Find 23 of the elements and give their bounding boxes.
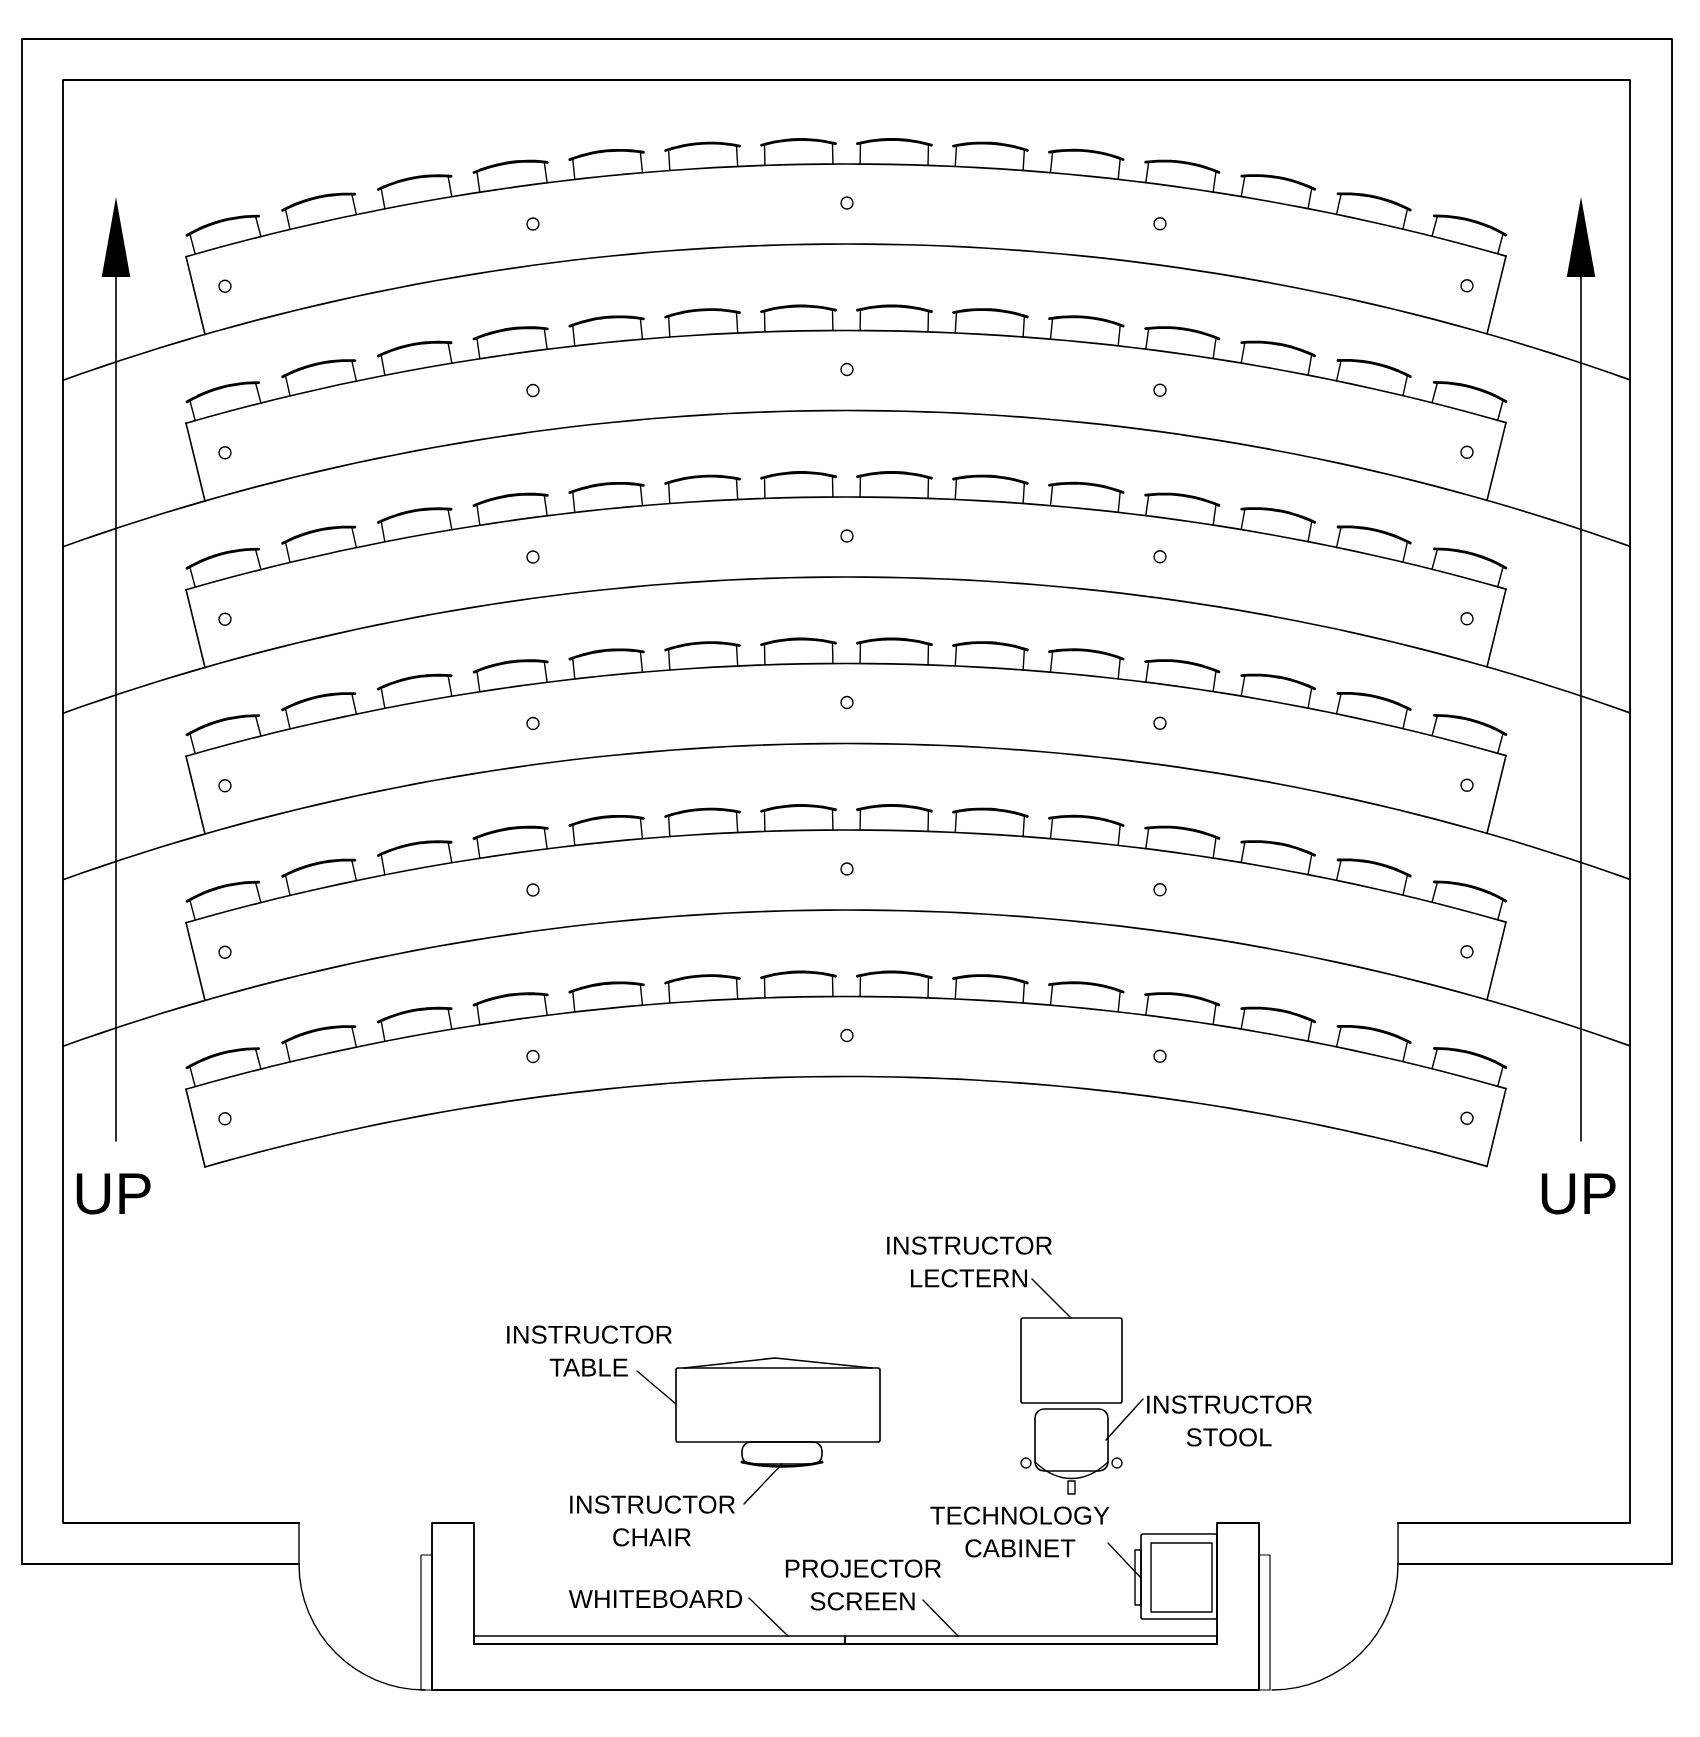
direction-label: UP [1541,1173,1616,1215]
leader-line [1107,1542,1142,1579]
leader-line [748,1597,789,1637]
leader-line [922,1599,959,1637]
direction-label: UP [76,1173,151,1215]
cabinet [1134,1533,1218,1620]
lectern [1020,1317,1123,1404]
stool [1020,1408,1123,1495]
projector-screen [844,1635,1218,1645]
leader-line [636,1370,677,1405]
callout-label: WHITEBOARD [568,1589,743,1609]
leader-line [1031,1278,1072,1319]
callout-label: INSTRUCTOR TABLE [507,1325,673,1377]
callout-label: TECHNOLOGY CABINET [930,1506,1110,1558]
whiteboard [473,1635,846,1645]
callout-label: INSTRUCTOR STOOL [1147,1395,1313,1447]
leader-line [743,1463,783,1505]
table [675,1357,881,1443]
callout-label: INSTRUCTOR LECTERN [887,1236,1053,1288]
leader-line [1105,1398,1144,1441]
callout-label: INSTRUCTOR CHAIR [570,1495,736,1547]
chair [740,1441,824,1468]
callout-label: PROJECTOR SCREEN [785,1559,942,1611]
